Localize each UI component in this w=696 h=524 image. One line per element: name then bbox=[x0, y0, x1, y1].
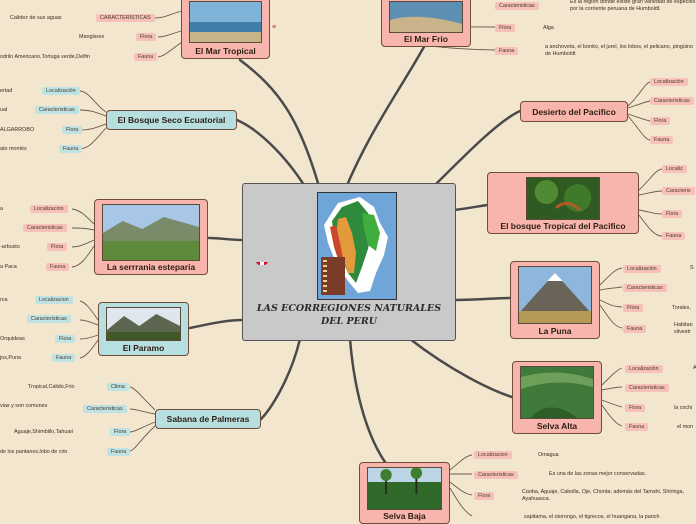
paramo-key-1: Caracteristicas bbox=[27, 315, 71, 323]
puna-key-2: Flora bbox=[623, 304, 644, 312]
puna-value-0: S bbox=[690, 265, 694, 271]
puna-value-2: Torales, bbox=[672, 305, 691, 311]
bosque-seco-value-3: ato montés bbox=[0, 146, 27, 152]
selva-baja-key-0: Localizacion bbox=[474, 451, 512, 459]
palmeras-key-2: Flora bbox=[110, 428, 131, 436]
node-palmeras[interactable]: Sabana de Palmeras bbox=[155, 409, 261, 429]
selva-alta-value-3: el mon bbox=[677, 424, 694, 430]
estepa-value-0: a bbox=[0, 206, 3, 212]
paramo-key-3: Fauna bbox=[52, 354, 76, 362]
selva-alta-key-0: Localización bbox=[625, 365, 663, 373]
selva-baja-value-2: Caoba, Aguaje, Cabolla, Oje, Chonta; ade… bbox=[522, 489, 685, 502]
estepa-key-0: Localizacion bbox=[30, 205, 68, 213]
estepa-key-3: Fauna bbox=[46, 263, 70, 271]
selva-alta-value-0: A bbox=[693, 365, 696, 371]
bosque-tropical-key-3: Fauna bbox=[662, 232, 686, 240]
node-selva-baja[interactable]: Selva Baja bbox=[359, 462, 450, 524]
estepa-key-1: Caracteristicas bbox=[23, 224, 67, 232]
puna-key-0: Localización bbox=[623, 265, 661, 273]
node-estepa[interactable]: La serrrania esteparia bbox=[94, 199, 208, 275]
paramo-photo bbox=[106, 307, 181, 341]
mar-frio-photo bbox=[389, 1, 463, 33]
bosque-seco-key-0: Localización bbox=[42, 87, 80, 95]
selva-alta-key-1: Caracteristicas bbox=[625, 384, 669, 392]
selva-baja-photo bbox=[367, 467, 442, 510]
bosque-seco-key-1: Caracteristicas bbox=[35, 106, 79, 114]
bosque-tropical-photo bbox=[526, 177, 600, 220]
selva-baja-value-0: Omagua bbox=[538, 452, 559, 458]
selva-alta-key-2: Flora bbox=[625, 404, 646, 412]
palmeras-value-1: vias y son comunes bbox=[0, 403, 48, 409]
node-bosque-tropical[interactable]: El bosque Tropical del Pacifico bbox=[487, 172, 639, 234]
puna-key-3: Fauna bbox=[623, 325, 647, 333]
mar-frio-key-0: Caracteristicas bbox=[495, 2, 539, 10]
node-bosque-seco[interactable]: El Bosque Seco Ecuatorial bbox=[106, 110, 237, 130]
node-selva-alta[interactable]: Selva Alta bbox=[512, 361, 602, 434]
node-puna[interactable]: La Puna bbox=[510, 261, 600, 339]
palmeras-value-0: Tropical,Calido,Frio bbox=[28, 384, 75, 390]
paramo-value-0: rca bbox=[0, 297, 8, 303]
desierto-key-2: Flora bbox=[650, 117, 671, 125]
desierto-key-0: Localización bbox=[650, 78, 688, 86]
palmeras-key-3: Fauna bbox=[107, 448, 131, 456]
mar-tropical-key-1: Flora bbox=[136, 33, 157, 41]
estepa-value-2: -arbusto bbox=[0, 244, 20, 250]
palmeras-key-1: Caracteristicas bbox=[83, 405, 127, 413]
bosque-seco-value-0: ertad bbox=[0, 88, 13, 94]
paramo-value-2: Orquideas bbox=[0, 336, 25, 342]
peru-ecoregions-map bbox=[317, 192, 397, 300]
central-title: LAS ECORREGIONES NATURALES DEL PERU bbox=[256, 303, 442, 327]
selva-baja-value-3: sapitama, el otorongo, el tigrecos, el h… bbox=[524, 514, 660, 520]
mar-tropical-key-0: CARACTERÍSTICAS bbox=[96, 14, 155, 22]
desierto-key-1: Caracteristicas bbox=[650, 97, 694, 105]
mar-frio-value-0: Es la región donde existe gran variedad … bbox=[570, 0, 696, 12]
mar-tropical-value-1: Manglares bbox=[79, 34, 105, 40]
estepa-key-2: Flora bbox=[47, 243, 68, 251]
note-icon[interactable]: ≡ bbox=[272, 24, 277, 31]
bosque-seco-key-3: Fauna bbox=[59, 145, 83, 153]
mar-frio-value-2: a anchoveta, el bonito, el jurel, los lo… bbox=[545, 44, 694, 57]
paramo-value-3: jos,Puna bbox=[0, 355, 21, 361]
selva-alta-key-3: Fauna bbox=[625, 423, 649, 431]
bosque-tropical-key-1: Caracteris bbox=[662, 187, 695, 195]
node-mar-tropical[interactable]: El Mar Tropical bbox=[181, 0, 270, 59]
mar-tropical-value-0: Calidez de sus aguas bbox=[10, 15, 62, 21]
node-mar-frio[interactable]: El Mar Frio bbox=[381, 0, 471, 47]
selva-alta-photo bbox=[520, 366, 594, 419]
desierto-key-3: Fauna bbox=[650, 136, 674, 144]
central-topic[interactable]: LAS ECORREGIONES NATURALES DEL PERU bbox=[242, 183, 456, 341]
node-desierto[interactable]: Desierto del Pacifico bbox=[520, 101, 628, 122]
paramo-key-2: Flora bbox=[55, 335, 76, 343]
estepa-photo bbox=[102, 204, 200, 261]
peru-flag-icon bbox=[256, 257, 268, 265]
puna-photo bbox=[518, 266, 592, 324]
palmeras-value-3: de los pantanos,lobo de crin bbox=[0, 449, 68, 455]
puna-value-3: Habitan silvestr bbox=[674, 322, 693, 335]
palmeras-value-2: Aguaje,Shimbillo,Tahuari bbox=[14, 429, 74, 435]
bosque-seco-value-2: ALGARROBO bbox=[0, 127, 35, 133]
selva-baja-value-1: Es una de las zonas mejor conservadas. bbox=[549, 471, 647, 477]
estepa-value-3: a Paca bbox=[0, 264, 17, 270]
bosque-seco-value-1: ual bbox=[0, 107, 8, 113]
selva-baja-key-1: Caracteristicas bbox=[474, 471, 518, 479]
paramo-key-0: Localizacion bbox=[35, 296, 73, 304]
mar-tropical-photo bbox=[189, 1, 262, 43]
palmeras-key-0: Clima bbox=[107, 383, 129, 391]
selva-baja-key-2: Flora bbox=[474, 492, 495, 500]
mar-tropical-key-2: Fauna bbox=[134, 53, 158, 61]
bosque-tropical-key-0: Localiz bbox=[662, 165, 687, 173]
bosque-tropical-key-2: Flora bbox=[662, 210, 683, 218]
mar-frio-value-1: Alga bbox=[543, 25, 554, 31]
mar-tropical-value-2: odrilo Americano,Tortuga verde,Delfin bbox=[0, 54, 90, 60]
node-paramo[interactable]: El Paramo bbox=[98, 302, 189, 356]
puna-key-1: Caracteristicas bbox=[623, 284, 667, 292]
bosque-seco-key-2: Flora bbox=[62, 126, 83, 134]
mar-frio-key-1: Flora bbox=[495, 24, 516, 32]
selva-alta-value-2: la cochi bbox=[674, 405, 693, 411]
mar-frio-key-2: Fauna bbox=[495, 47, 519, 55]
